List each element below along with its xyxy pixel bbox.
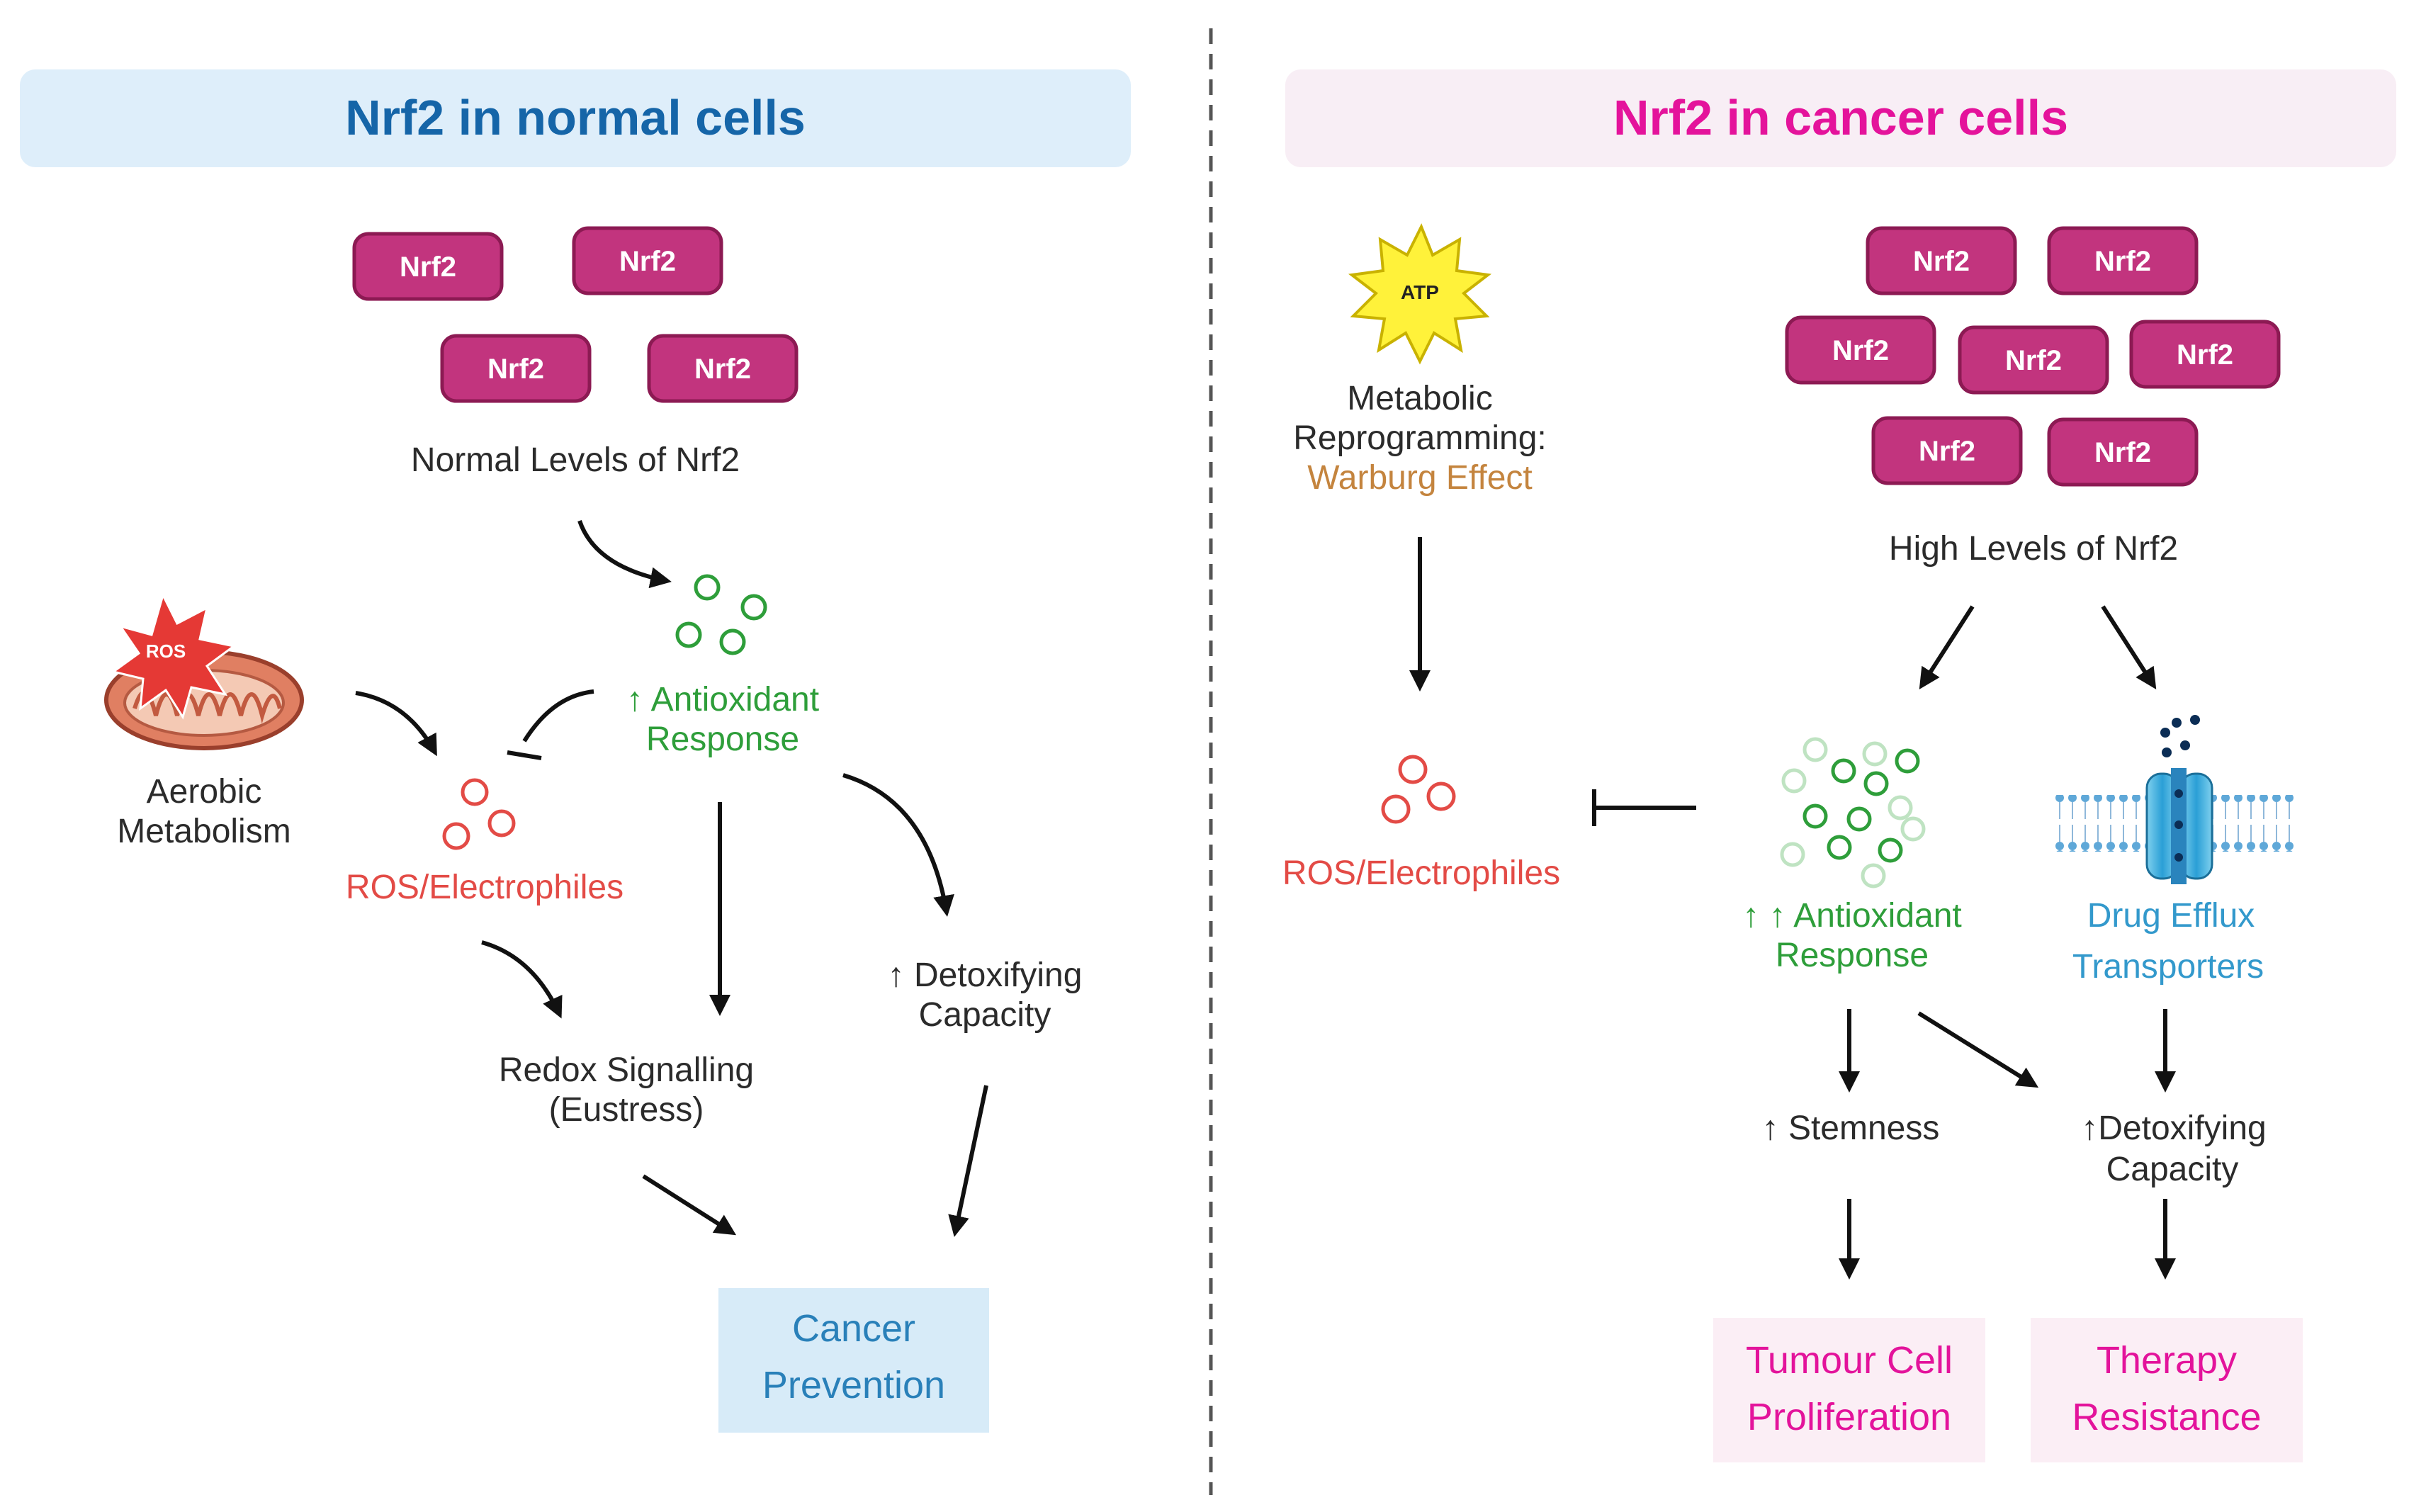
proliferation-line1: Tumour Cell bbox=[1746, 1339, 1953, 1382]
nrf2-label: Nrf2 bbox=[1832, 335, 1889, 366]
normal-detox-line2: Capacity bbox=[919, 996, 1051, 1034]
resistance-line2: Resistance bbox=[2072, 1396, 2261, 1438]
redox-line2: (Eustress) bbox=[549, 1091, 704, 1129]
ros-molecules-icon bbox=[442, 778, 516, 850]
nrf2-label: Nrf2 bbox=[2005, 345, 2062, 376]
drug-efflux-line2: Transporters bbox=[2072, 948, 2264, 986]
nrf2-protein: Nrf2 bbox=[1958, 325, 2109, 395]
drug-molecules-icon bbox=[2160, 715, 2200, 757]
ros-burst-icon: ROS bbox=[111, 592, 237, 720]
nrf2-protein: Nrf2 bbox=[2129, 320, 2281, 389]
cancer-antioxidant-line2: Response bbox=[1776, 937, 1929, 974]
aerobic-label-line1: Aerobic bbox=[147, 773, 262, 811]
normal-header-box bbox=[20, 69, 1131, 167]
inhibit-antioxidant-to-ros bbox=[522, 689, 594, 743]
normal-detox-line1: ↑ Detoxifying bbox=[888, 957, 1083, 994]
proliferation-line2: Proliferation bbox=[1747, 1396, 1951, 1438]
atp-burst-icon: ATP bbox=[1348, 223, 1492, 365]
normal-antioxidant-line1: ↑ Antioxidant bbox=[626, 681, 819, 718]
nrf2-label: Nrf2 bbox=[1913, 246, 1970, 277]
cancer-detox-line2: Capacity bbox=[2106, 1151, 2239, 1188]
nrf2-protein: Nrf2 bbox=[352, 232, 504, 301]
prevention-line1: Cancer bbox=[792, 1307, 915, 1350]
drug-efflux-transporter-icon bbox=[2052, 715, 2294, 884]
cancer-header-box bbox=[1285, 69, 2396, 167]
warburg-label: Warburg Effect bbox=[1307, 459, 1532, 497]
aerobic-label-line2: Metabolism bbox=[117, 813, 290, 850]
antioxidant-molecules-icon bbox=[675, 574, 767, 655]
nrf2-label: Nrf2 bbox=[400, 252, 456, 283]
redox-line1: Redox Signalling bbox=[499, 1051, 754, 1089]
arrow-ros-to-redox bbox=[481, 940, 563, 1019]
nrf2-label: Nrf2 bbox=[1919, 436, 1975, 467]
normal-cells-panel: Nrf2 in normal cells Nrf2 Nrf2 Nrf2 Nrf2… bbox=[20, 69, 1131, 1433]
resistance-line1: Therapy bbox=[2097, 1339, 2237, 1382]
arrow-detox-to-prevention bbox=[948, 1085, 988, 1237]
normal-levels-label: Normal Levels of Nrf2 bbox=[411, 441, 740, 479]
cancer-antioxidant-line1: ↑ ↑ Antioxidant bbox=[1742, 897, 1962, 935]
cancer-levels-label: High Levels of Nrf2 bbox=[1889, 530, 2178, 568]
cancer-cells-panel: Nrf2 in cancer cells ATP Metabolic Repro… bbox=[1282, 69, 2396, 1462]
nrf2-protein: Nrf2 bbox=[1871, 416, 2023, 485]
metabolic-line2: Reprogramming: bbox=[1293, 419, 1546, 457]
normal-antioxidant-line2: Response bbox=[646, 721, 799, 758]
cancer-nrf2-group: Nrf2 Nrf2 Nrf2 Nrf2 Nrf2 Nrf2 bbox=[1785, 226, 2281, 487]
nrf2-label: Nrf2 bbox=[694, 354, 751, 385]
arrow-antioxidant-to-detox bbox=[842, 773, 954, 917]
cancer-ros-label: ROS/Electrophiles bbox=[1282, 854, 1560, 892]
prevention-line2: Prevention bbox=[762, 1364, 945, 1406]
inhibit-bar bbox=[507, 750, 542, 760]
normal-panel-title: Nrf2 in normal cells bbox=[345, 90, 806, 145]
nrf2-label: Nrf2 bbox=[2177, 339, 2233, 371]
arrow-metabolism-to-ros bbox=[355, 691, 437, 757]
arrow-levels-to-antioxidant bbox=[1919, 605, 1975, 690]
nrf2-protein: Nrf2 bbox=[1866, 226, 2017, 295]
normal-nrf2-group: Nrf2 Nrf2 Nrf2 Nrf2 bbox=[352, 226, 799, 403]
arrow-levels-to-antioxidant bbox=[577, 520, 672, 589]
nrf2-protein: Nrf2 bbox=[1785, 315, 1936, 385]
nrf2-protein: Nrf2 bbox=[2047, 417, 2199, 487]
nrf2-protein: Nrf2 bbox=[572, 226, 723, 295]
normal-ros-label: ROS/Electrophiles bbox=[346, 869, 624, 906]
arrow-antioxidant-to-detox bbox=[1917, 1011, 2039, 1088]
cancer-detox-line1: ↑Detoxifying bbox=[2081, 1110, 2266, 1147]
nrf2-protein: Nrf2 bbox=[2047, 226, 2199, 295]
arrow-levels-to-efflux bbox=[2101, 605, 2157, 690]
cancer-prevention-box bbox=[718, 1288, 989, 1433]
nrf2-label: Nrf2 bbox=[2094, 437, 2151, 468]
nrf2-label: Nrf2 bbox=[487, 354, 544, 385]
atp-badge-label: ATP bbox=[1401, 281, 1439, 303]
nrf2-protein: Nrf2 bbox=[647, 334, 799, 403]
ros-badge-label: ROS bbox=[146, 641, 186, 662]
cancer-panel-title: Nrf2 in cancer cells bbox=[1613, 90, 2068, 145]
cancer-antioxidant-molecules-icon bbox=[1780, 737, 1926, 888]
stemness-label: ↑ Stemness bbox=[1762, 1110, 1940, 1147]
cancer-ros-molecules-icon bbox=[1381, 755, 1456, 824]
nrf2-protein: Nrf2 bbox=[440, 334, 592, 403]
nrf2-label: Nrf2 bbox=[619, 246, 676, 277]
metabolic-line1: Metabolic bbox=[1347, 380, 1492, 417]
nrf2-label: Nrf2 bbox=[2094, 246, 2151, 277]
therapy-resistance-box bbox=[2031, 1318, 2303, 1462]
arrow-redox-to-prevention bbox=[642, 1174, 737, 1236]
tumour-proliferation-box bbox=[1713, 1318, 1985, 1462]
drug-efflux-line1: Drug Efflux bbox=[2087, 897, 2255, 935]
